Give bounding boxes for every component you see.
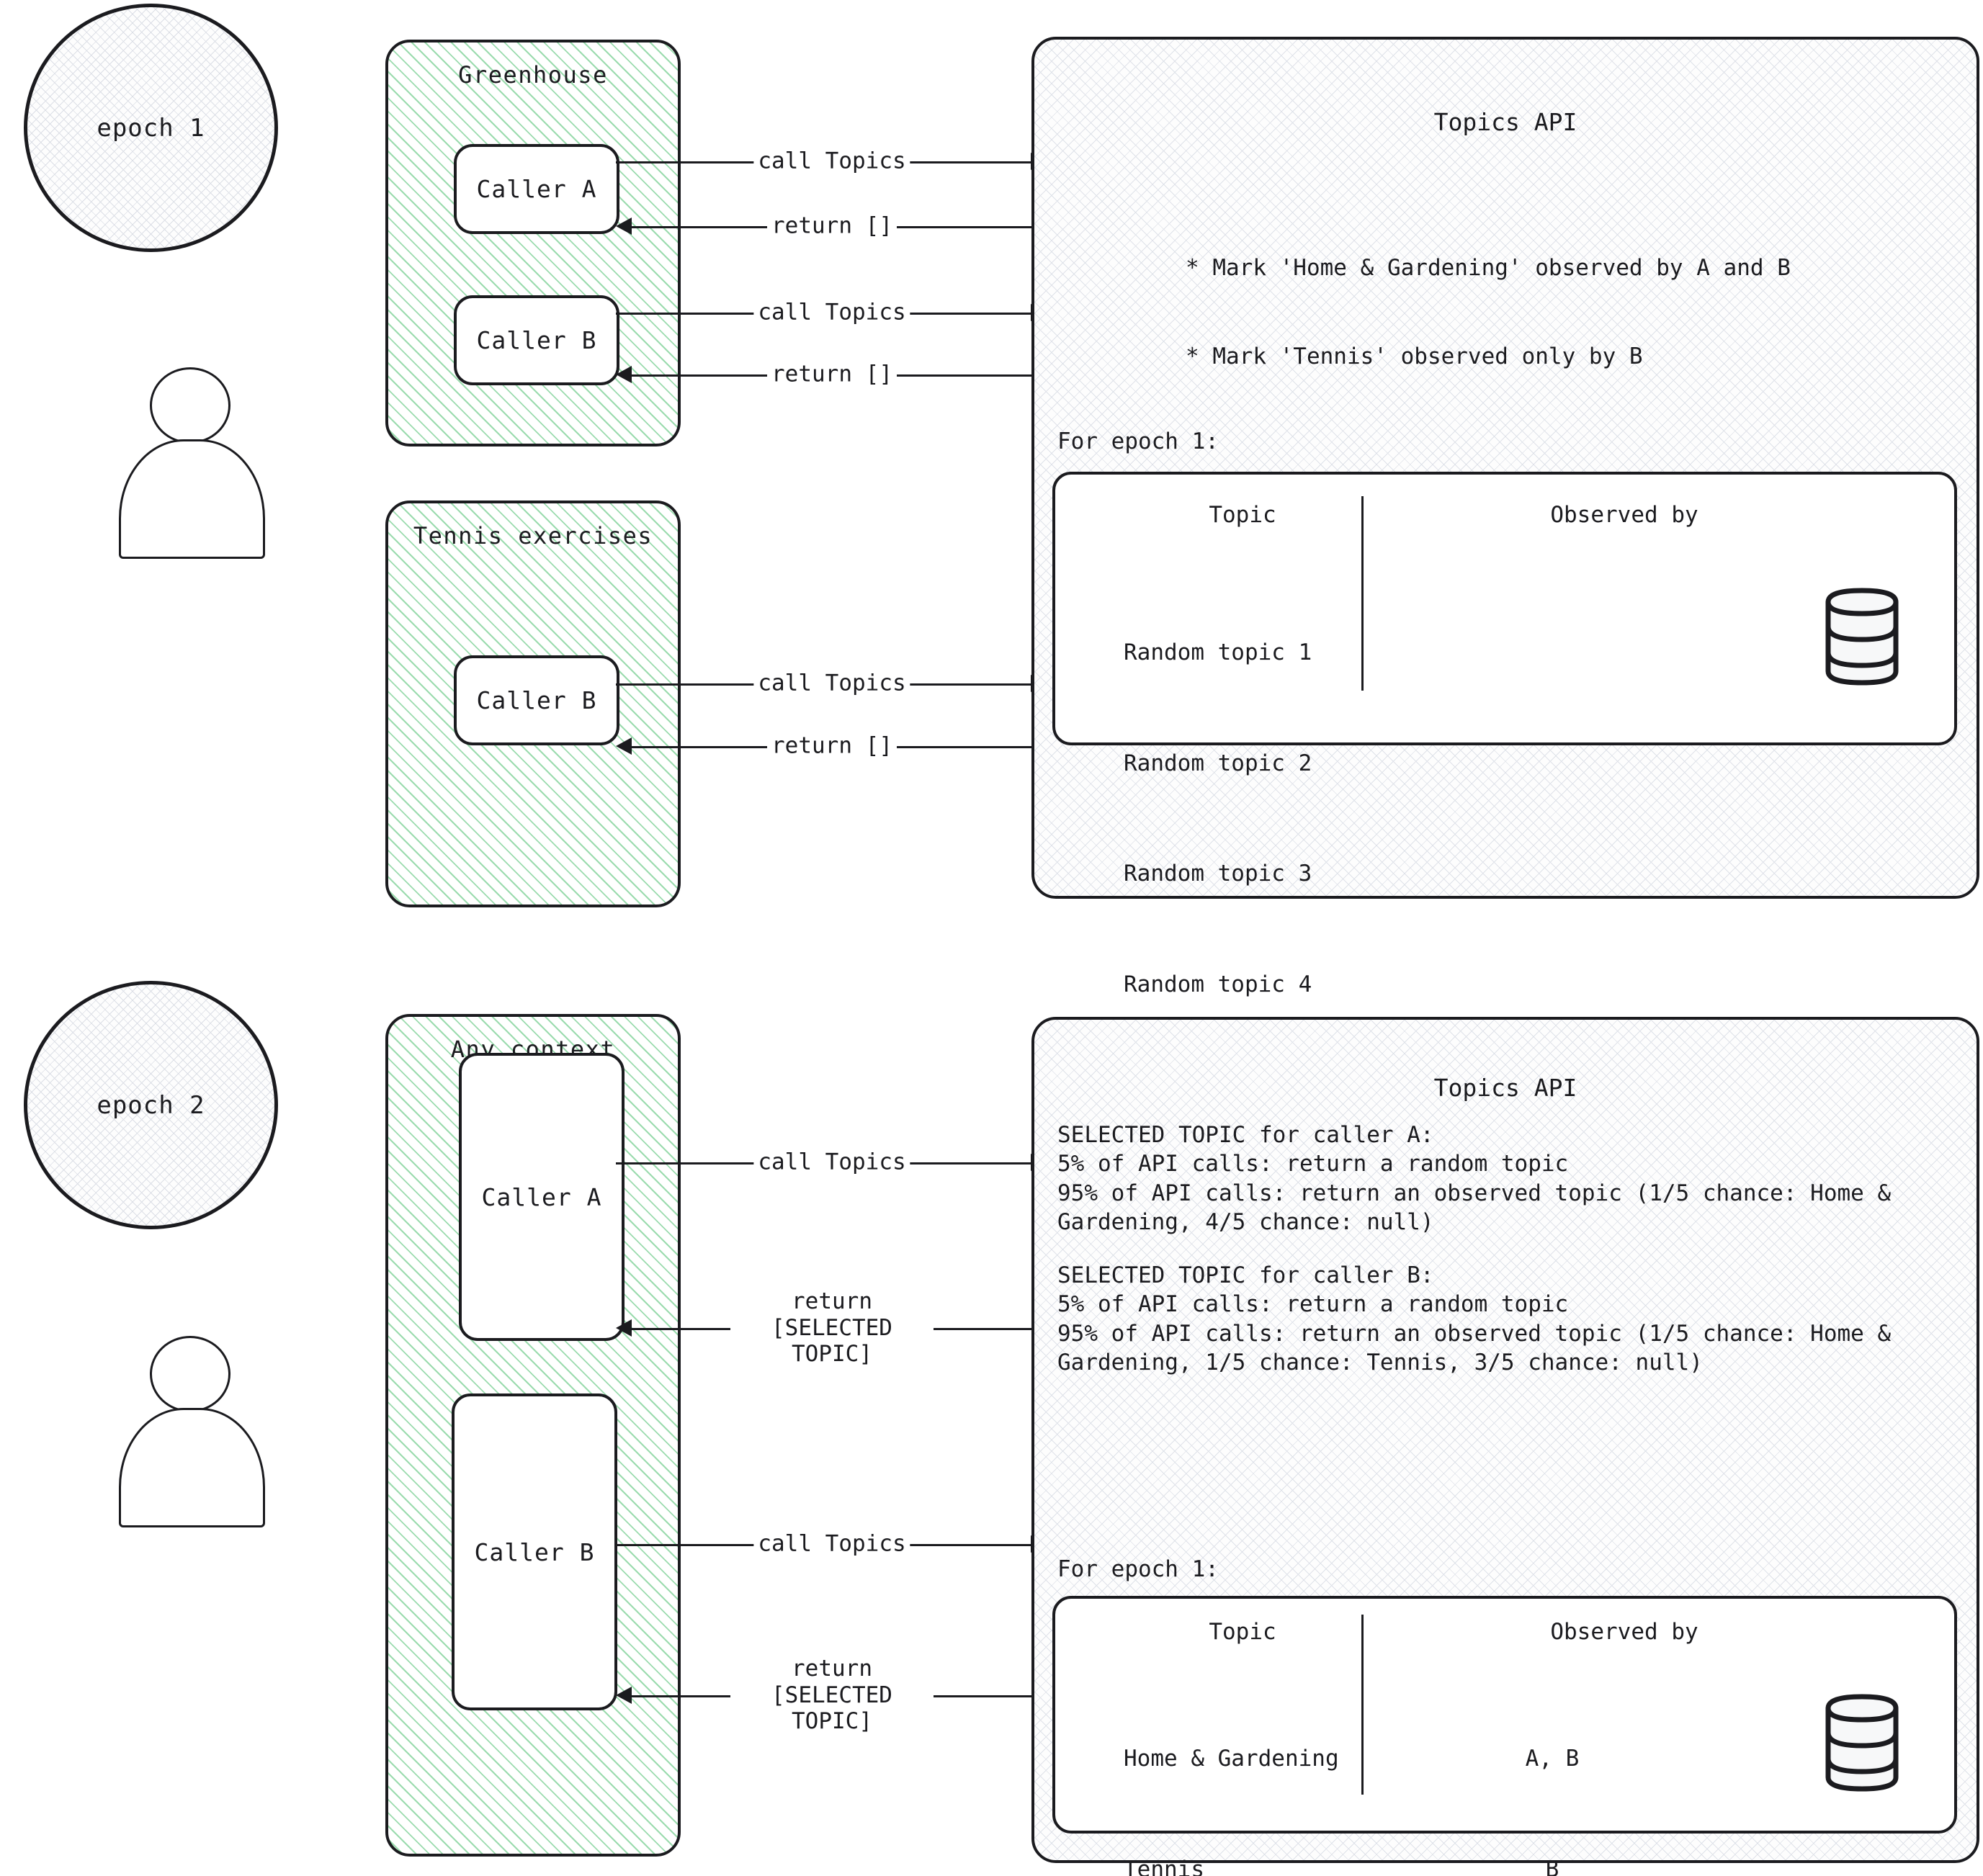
epoch-1-label: epoch 1: [97, 113, 205, 143]
api-paragraph-line: SELECTED TOPIC for caller B:: [1057, 1262, 1434, 1289]
context-greenhouse-title: Greenhouse: [458, 61, 608, 89]
person-head: [150, 367, 230, 444]
epoch-2-label: epoch 2: [97, 1090, 205, 1120]
arrow-return-selected-a2: return [SELECTED TOPIC]: [616, 1288, 1048, 1368]
caller-a-any-context[interactable]: Caller A: [459, 1053, 625, 1341]
context-greenhouse[interactable]: Greenhouse: [385, 40, 681, 446]
topics-api-epoch-2-title: Topics API: [1433, 1074, 1577, 1102]
caller-b-any-context[interactable]: Caller B: [452, 1393, 617, 1710]
database-cylinder-icon: [1822, 586, 1902, 690]
caller-b-tennis-label: Caller B: [476, 686, 597, 714]
api-paragraph-line: 95% of API calls: return an observed top…: [1057, 1180, 1892, 1235]
caller-a-greenhouse-label: Caller A: [476, 175, 597, 203]
arrow-call-topics-b1: call Topics: [616, 295, 1048, 330]
caller-b-any-context-label: Caller B: [474, 1538, 595, 1566]
arrow-label: return []: [767, 212, 897, 240]
arrow-label: call Topics: [753, 1149, 910, 1176]
table-observed-by-column-2: A, B B: [1444, 1667, 1660, 1876]
api-bullet-1: * Mark 'Home & Gardening' observed by A …: [1186, 254, 1791, 281]
api-paragraph-line: 5% of API calls: return a random topic: [1057, 1151, 1569, 1177]
table-header-observed-by-1: Observed by: [1550, 502, 1698, 528]
table-topic-column-2: Home & Gardening Tennis Random topic 1 R…: [1124, 1667, 1369, 1876]
topics-api-epoch-1[interactable]: Topics API * Mark 'Home & Gardening' obs…: [1031, 37, 1979, 1108]
caller-b-greenhouse[interactable]: Caller B: [454, 295, 619, 385]
arrow-head-left-icon: [616, 217, 632, 235]
epoch-2-circle: epoch 2: [24, 981, 278, 1229]
context-tennis-exercises-title: Tennis exercises: [413, 522, 653, 549]
arrow-call-topics-a2: call Topics: [616, 1145, 1048, 1180]
arrow-label: return [SELECTED TOPIC]: [730, 1288, 934, 1368]
person-head: [150, 1336, 230, 1412]
arrow-label: return []: [767, 361, 897, 388]
api-paragraph-line: 5% of API calls: return a random topic: [1057, 1291, 1569, 1318]
arrow-label: call Topics: [753, 1530, 910, 1558]
topics-api-epoch-1-bullets: * Mark 'Home & Gardening' observed by A …: [1186, 194, 1791, 430]
table-divider-1: [1361, 496, 1364, 691]
topics-api-epoch-2-paragraphs: SELECTED TOPIC for caller A: 5% of API c…: [1057, 1121, 1922, 1377]
caller-a-any-context-label: Caller A: [481, 1182, 602, 1211]
arrow-return-empty-a1: return []: [616, 209, 1048, 243]
table-row: Random topic 1: [1124, 639, 1312, 666]
api-paragraph-line: 95% of API calls: return an observed top…: [1057, 1320, 1892, 1376]
epoch-1-circle: epoch 1: [24, 4, 278, 252]
arrow-call-topics-b2: call Topics: [616, 1527, 1048, 1561]
arrow-label: return [SELECTED TOPIC]: [730, 1656, 934, 1735]
table-header-topic-2: Topic: [1209, 1619, 1276, 1645]
for-epoch-label-1: For epoch 1:: [1057, 428, 1219, 454]
for-epoch-label-2: For epoch 1:: [1057, 1556, 1219, 1582]
arrow-call-topics-tennis: call Topics: [616, 666, 1048, 701]
topics-api-epoch-1-title: Topics API: [1433, 108, 1577, 136]
api-paragraph-spacer: [1057, 1237, 1922, 1261]
table-row: B: [1545, 1856, 1559, 1876]
arrow-label: return []: [767, 732, 897, 760]
table-row: Random topic 4: [1124, 971, 1312, 997]
arrow-call-topics-a1: call Topics: [616, 144, 1048, 179]
table-header-observed-by-2: Observed by: [1550, 1619, 1698, 1645]
caller-a-greenhouse[interactable]: Caller A: [454, 144, 619, 234]
table-row: Random topic 3: [1124, 861, 1312, 887]
person-body: [119, 439, 265, 559]
table-row: Home & Gardening: [1124, 1746, 1339, 1772]
arrow-head-left-icon: [616, 1687, 632, 1704]
arrow-return-empty-tennis: return []: [616, 729, 1048, 763]
table-divider-2: [1361, 1615, 1364, 1795]
arrow-head-left-icon: [616, 366, 632, 383]
topics-api-epoch-2[interactable]: Topics API SELECTED TOPIC for caller A: …: [1031, 1017, 1979, 1876]
person-body: [119, 1408, 265, 1527]
arrow-label: call Topics: [753, 670, 910, 697]
table-row: Tennis: [1124, 1856, 1204, 1876]
person-icon: [119, 1336, 265, 1530]
arrow-head-left-icon: [616, 1319, 632, 1337]
table-row: Random topic 2: [1124, 750, 1312, 776]
arrow-head-left-icon: [616, 737, 632, 755]
table-header-topic-1: Topic: [1209, 502, 1276, 528]
person-icon: [119, 367, 265, 562]
topics-table-epoch-1: Topic Observed by Random topic 1 Random …: [1052, 472, 1957, 1108]
arrow-label: call Topics: [753, 148, 910, 175]
api-paragraph-line: SELECTED TOPIC for caller A:: [1057, 1122, 1434, 1148]
topics-table-epoch-2: Topic Observed by Home & Gardening Tenni…: [1052, 1596, 1957, 1876]
api-bullet-2: * Mark 'Tennis' observed only by B: [1186, 343, 1643, 369]
arrow-return-empty-b1: return []: [616, 357, 1048, 392]
caller-b-greenhouse-label: Caller B: [476, 326, 597, 354]
arrow-return-selected-b2: return [SELECTED TOPIC]: [616, 1656, 1048, 1735]
arrow-label: call Topics: [753, 299, 910, 326]
caller-b-tennis[interactable]: Caller B: [454, 655, 619, 745]
database-cylinder-icon: [1822, 1692, 1902, 1796]
table-row: A, B: [1525, 1746, 1580, 1772]
